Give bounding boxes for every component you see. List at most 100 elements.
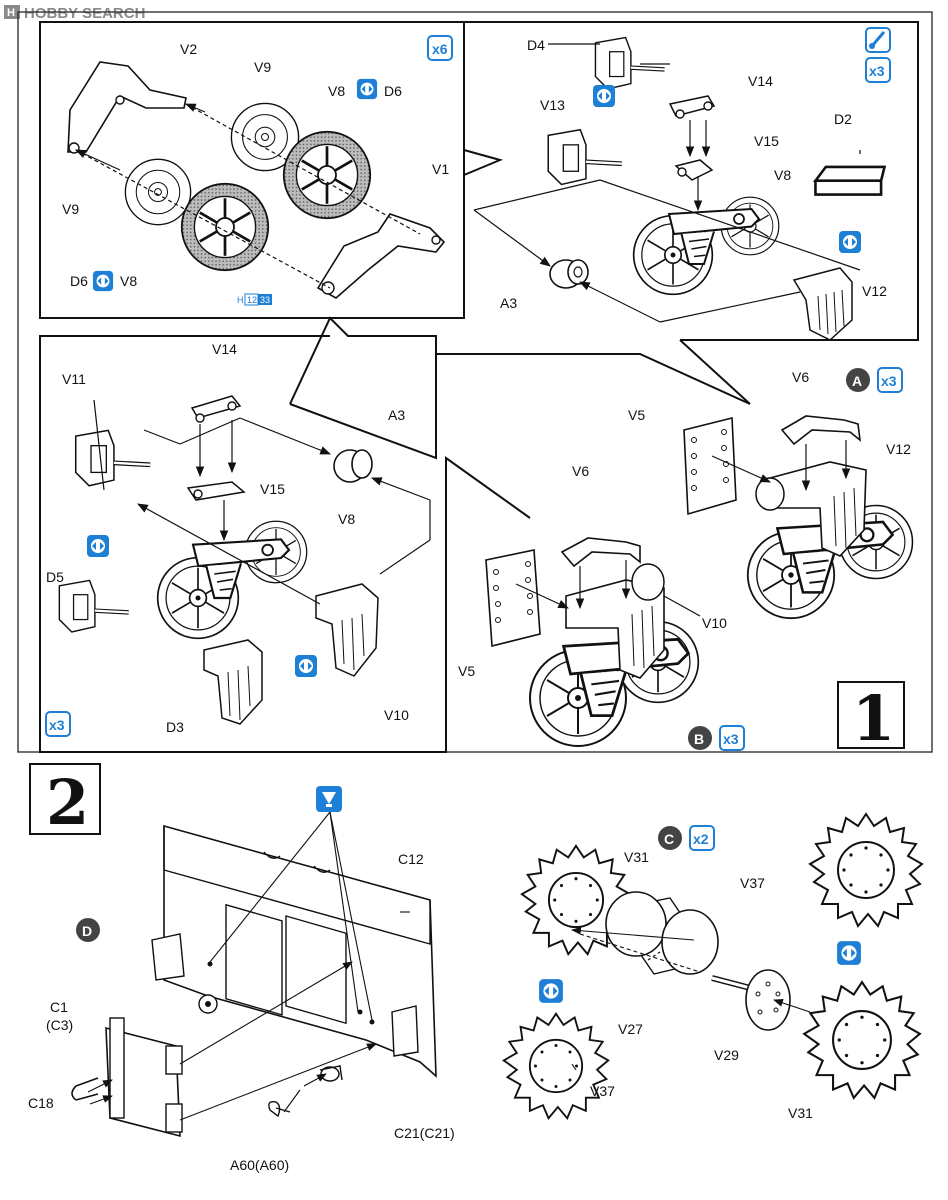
symmetric-part-icon xyxy=(837,941,861,965)
part-v29-hub xyxy=(711,969,791,1031)
label-d2: D2 xyxy=(834,111,852,127)
bracket-v12-a xyxy=(755,461,867,557)
label-v8: V8 xyxy=(328,83,345,99)
badge-b: B x3 xyxy=(688,725,745,751)
part-v15-arm xyxy=(674,159,714,181)
part-v9-wheel-left xyxy=(124,158,192,226)
label-v8: V8 xyxy=(338,511,355,527)
badge-d: D xyxy=(76,918,100,942)
part-v8-wheel-left xyxy=(180,182,270,272)
assembly-a-lines xyxy=(711,440,851,492)
bracket-v10-b xyxy=(565,563,665,679)
label-v11: V11 xyxy=(62,371,86,387)
cover-v6-a xyxy=(780,415,862,446)
label-v9: V9 xyxy=(62,201,79,217)
badge-c: C x2 xyxy=(658,825,715,851)
inset-assembly-lines xyxy=(75,103,421,289)
label-a3: A3 xyxy=(500,295,517,311)
label-v14: V14 xyxy=(212,341,237,357)
paint-ref-b: 33 xyxy=(260,295,270,305)
part-v1-arm xyxy=(316,213,446,299)
step-1-box xyxy=(837,681,905,749)
left-assembly-lines xyxy=(93,399,431,605)
label-d5: D5 xyxy=(46,569,64,585)
label-v37: V37 xyxy=(740,875,765,891)
badge-b-text: B xyxy=(694,731,704,747)
callout-pointer-top xyxy=(463,149,504,176)
assembly-b-lines xyxy=(515,560,701,617)
label-v14: V14 xyxy=(748,73,773,89)
left-labels: V14 V11 A3 V15 V8 D5 D3 V10 xyxy=(46,341,409,735)
left-assembly-box xyxy=(39,335,531,753)
step2-left-lines xyxy=(87,811,410,1121)
cover-v6-b xyxy=(560,537,641,568)
badge-x2-text: x2 xyxy=(693,831,709,847)
label-v6: V6 xyxy=(572,463,589,479)
top-right-labels: D4 V14 V13 D2 V15 V8 V12 A3 xyxy=(500,37,887,311)
part-v37-sprocket-bottom xyxy=(502,1012,610,1120)
callout-pointer-inset xyxy=(289,316,437,458)
label-c18: C18 xyxy=(28,1095,54,1111)
badge-x3-top: x3 xyxy=(865,57,891,83)
label-v10: V10 xyxy=(384,707,409,723)
symmetric-part-icon xyxy=(92,270,114,292)
step2-right-labels: V31 V37 V27 V29 V37 V31 xyxy=(590,849,813,1121)
label-v12: V12 xyxy=(862,283,887,299)
label-d4: D4 xyxy=(527,37,545,53)
assembly-b-labels: V6 V10 V5 xyxy=(458,463,727,679)
label-v29: V29 xyxy=(714,1047,739,1063)
glue-icon xyxy=(316,786,342,812)
label-v27: V27 xyxy=(618,1021,643,1037)
part-v12-bracket xyxy=(792,267,853,341)
symmetric-part-icon xyxy=(87,535,109,557)
sub-assembly-box xyxy=(463,21,919,341)
callout-pointer-mid xyxy=(289,339,751,460)
step2-right-lines xyxy=(571,926,811,1071)
part-d2-tab xyxy=(814,165,886,196)
label-v8: V8 xyxy=(774,167,791,183)
label-v31: V31 xyxy=(788,1105,813,1121)
paint-reference: H 12 33 xyxy=(237,293,272,306)
part-v37-sprocket-top xyxy=(809,813,923,927)
label-v15: V15 xyxy=(754,133,779,149)
label-v37: V37 xyxy=(590,1083,615,1099)
step1-border xyxy=(17,11,933,753)
label-v9: V9 xyxy=(254,59,271,75)
step2-left-labels: C12 C1 (C3) C18 C21(C21) A60(A60) xyxy=(28,851,455,1173)
part-a3-cylinder xyxy=(549,259,589,289)
watermark-text: HOBBY SEARCH xyxy=(24,5,145,22)
step-number-2: 2 xyxy=(46,766,89,839)
badge-x6-text: x6 xyxy=(432,41,448,57)
part-v31-sprocket-bottom xyxy=(803,981,921,1099)
symmetric-part-icon xyxy=(356,78,378,100)
badge-d-text: D xyxy=(82,923,92,939)
part-a3-cylinder-left xyxy=(333,449,373,483)
label-v2: V2 xyxy=(180,41,197,57)
label-v5: V5 xyxy=(628,407,645,423)
symmetric-part-icon xyxy=(593,85,615,107)
badge-a: A x3 xyxy=(846,367,903,393)
part-v15-arm-left xyxy=(186,481,246,501)
assembly-a-labels: V6 V5 V12 xyxy=(628,369,911,457)
label-v10: V10 xyxy=(702,615,727,631)
label-c21: C21(C21) xyxy=(394,1125,455,1141)
label-v15: V15 xyxy=(260,481,285,497)
label-v8: V8 xyxy=(120,273,137,289)
tool-icon xyxy=(865,27,891,53)
paint-ref-prefix: H xyxy=(237,295,244,305)
badge-x3-text: x3 xyxy=(881,373,897,389)
badge-x3-left: x3 xyxy=(45,711,71,737)
symmetric-part-icon xyxy=(839,231,861,253)
label-c12: C12 xyxy=(398,851,424,867)
label-v31: V31 xyxy=(624,849,649,865)
step-number-1: 1 xyxy=(852,682,895,755)
part-v13-bracket xyxy=(548,130,622,185)
label-v12: V12 xyxy=(886,441,911,457)
part-v14-arm xyxy=(668,95,716,119)
part-d4-bracket xyxy=(595,38,664,89)
symmetric-part-icon xyxy=(539,979,563,1003)
step-2-box xyxy=(29,763,101,835)
label-d3: D3 xyxy=(166,719,184,735)
inset-labels: V2 V9 V8 D6 V1 V9 D6 V8 xyxy=(62,41,449,289)
